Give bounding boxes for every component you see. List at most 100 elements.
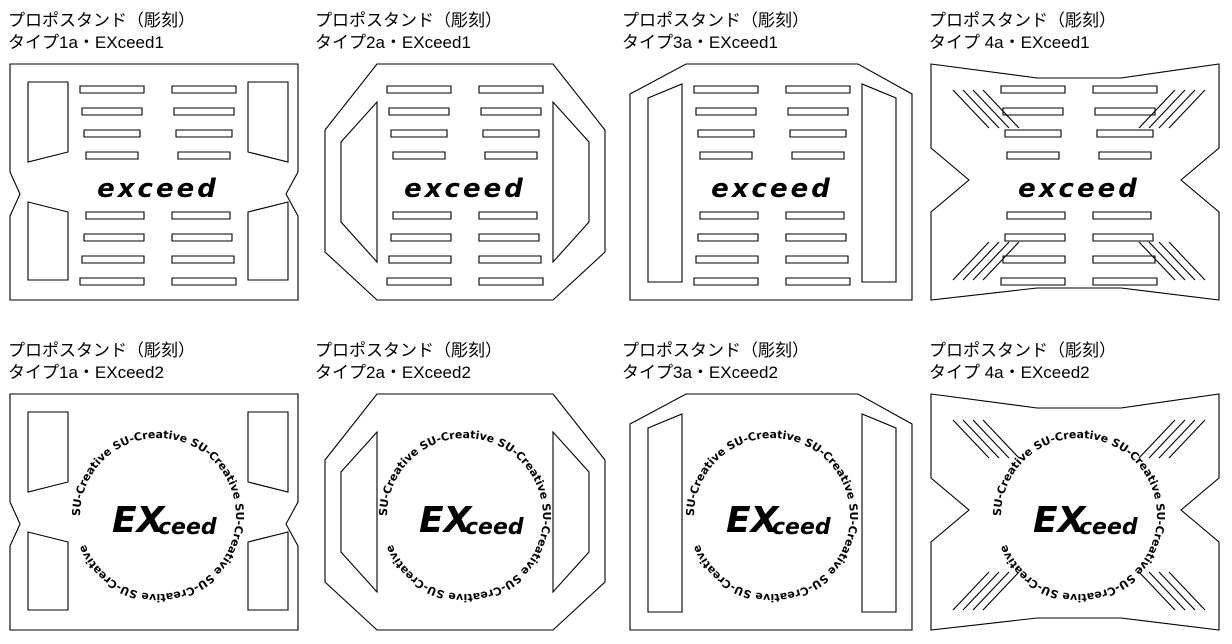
engraving-slot [1092,233,1154,242]
engraving-slot [1002,255,1066,264]
caption-line-type: タイプ2a・EXceed1 [315,33,471,52]
side-cutout [861,413,897,613]
plate-drawing: SU-Creative SU-Creative SU-Creative SU-C… [315,392,615,632]
engraving-slot [785,255,849,264]
engraving-slot [83,129,141,138]
caption-line-product: プロポスタンド（彫刻） [929,341,1116,360]
hatch-line [1168,89,1206,129]
plate-drawing: SU-Creative SU-Creative SU-Creative SU-C… [8,392,308,632]
engraving-slot [177,151,231,160]
plate-outline-cut [324,393,606,631]
engraving-slot [695,255,759,264]
hatch-line [962,241,1000,281]
engraving-slot [388,255,452,264]
caption-line-product: プロポスタンド（彫刻） [622,11,809,30]
hatch-line [962,571,1000,611]
side-cutout [27,81,69,163]
hatch-line [952,419,990,459]
design-card: プロポスタンド（彫刻） タイプ1a・EXceed2 SU-Creative SU… [8,340,308,631]
engraving-slot [482,129,540,138]
hatch-line [982,571,1020,611]
design-caption: プロポスタンド（彫刻） タイプ3a・EXceed1 [622,10,922,54]
engraving-slot [392,211,452,220]
plate-drawing: exceed [622,62,922,302]
engraving-slot [478,255,542,264]
plate-outline-cut [930,393,1220,631]
engraving-slot [1092,211,1152,220]
hatch-line [962,89,1000,129]
engraving-slot [695,107,757,116]
engraving-slot [386,85,452,94]
hatch-line [1138,419,1176,459]
engraving-slot [1092,277,1158,286]
design-card: プロポスタンド（彫刻） タイプ3a・EXceed2 SU-Creative SU… [622,340,922,631]
hatch-line [952,241,990,281]
engraving-slot [1096,129,1154,138]
engraving-slot [785,211,845,220]
plate-outline: exceed [930,63,1220,301]
hatch-line [1158,241,1196,281]
engraving-slot [392,151,446,160]
hatch-line [1158,89,1196,129]
side-cutout [27,411,69,493]
caption-line-type: タイプ1a・EXceed1 [8,33,164,52]
side-cutout [647,83,683,283]
design-caption: プロポスタンド（彫刻） タイプ2a・EXceed2 [315,340,615,384]
design-card: プロポスタンド（彫刻） タイプ 4a・EXceed2 SU-Creative S… [929,340,1229,631]
engraving-slot [480,107,542,116]
side-cutout [552,100,590,264]
engraving-slot [1004,129,1062,138]
hatch-line [1148,419,1186,459]
hatch-line [1148,241,1186,281]
plate-outline-cut [9,393,299,631]
side-cutout [861,83,897,283]
design-card: プロポスタンド（彫刻） タイプ 4a・EXceed1 exceed [929,10,1229,301]
exceed-logo: exceed [97,174,219,204]
hatch-line [1138,89,1176,129]
engraving-slot [1006,151,1060,160]
hatch-line [1148,89,1186,129]
exceed-logo: exceed [711,174,833,204]
hatch-line [1168,241,1206,281]
plate-outline-cut [629,63,913,301]
hatch-line [1138,241,1176,281]
plate-drawing: SU-Creative SU-Creative SU-Creative SU-C… [929,392,1229,632]
engraving-slot [697,233,759,242]
engraving-slot [1092,255,1156,264]
engraving-slot [1094,107,1156,116]
caption-line-product: プロポスタンド（彫刻） [8,341,195,360]
plate-outline: exceed [629,63,913,301]
exceed-logo: exceed [1018,174,1140,204]
design-caption: プロポスタンド（彫刻） タイプ3a・EXceed2 [622,340,922,384]
engraving-slot [478,85,544,94]
engraving-slot [171,233,233,242]
design-card: プロポスタンド（彫刻） タイプ1a・EXceed1 exceed [8,10,308,301]
exceed2-logo-ceed: ceed [772,515,831,540]
engraving-slot [787,107,849,116]
side-cutout [27,531,69,611]
caption-line-product: プロポスタンド（彫刻） [315,11,502,30]
engraving-slot [388,107,450,116]
side-cutout [340,430,378,594]
design-card: プロポスタンド（彫刻） タイプ3a・EXceed1 exceed [622,10,922,301]
engraving-slot [171,211,231,220]
design-card: プロポスタンド（彫刻） タイプ2a・EXceed2 SU-Creative SU… [315,340,615,631]
hatch-line [972,571,1010,611]
plate-outline: SU-Creative SU-Creative SU-Creative SU-C… [324,393,606,631]
plate-outline: exceed [324,63,606,301]
engraving-slot [85,151,139,160]
engraving-slot [785,277,851,286]
side-cutout [27,201,69,281]
caption-line-type: タイプ 4a・EXceed1 [929,33,1090,52]
engraving-slot [699,211,759,220]
engraving-slot [1092,85,1158,94]
caption-line-type: タイプ 4a・EXceed2 [929,363,1090,382]
engraving-slot [171,277,237,286]
side-cutout [552,430,590,594]
plate-outline: SU-Creative SU-Creative SU-Creative SU-C… [9,393,299,631]
engraving-slot [697,129,755,138]
caption-line-product: プロポスタンド（彫刻） [622,341,809,360]
side-cutout [247,201,289,281]
side-cutout [340,100,378,264]
engraving-slot [390,129,448,138]
